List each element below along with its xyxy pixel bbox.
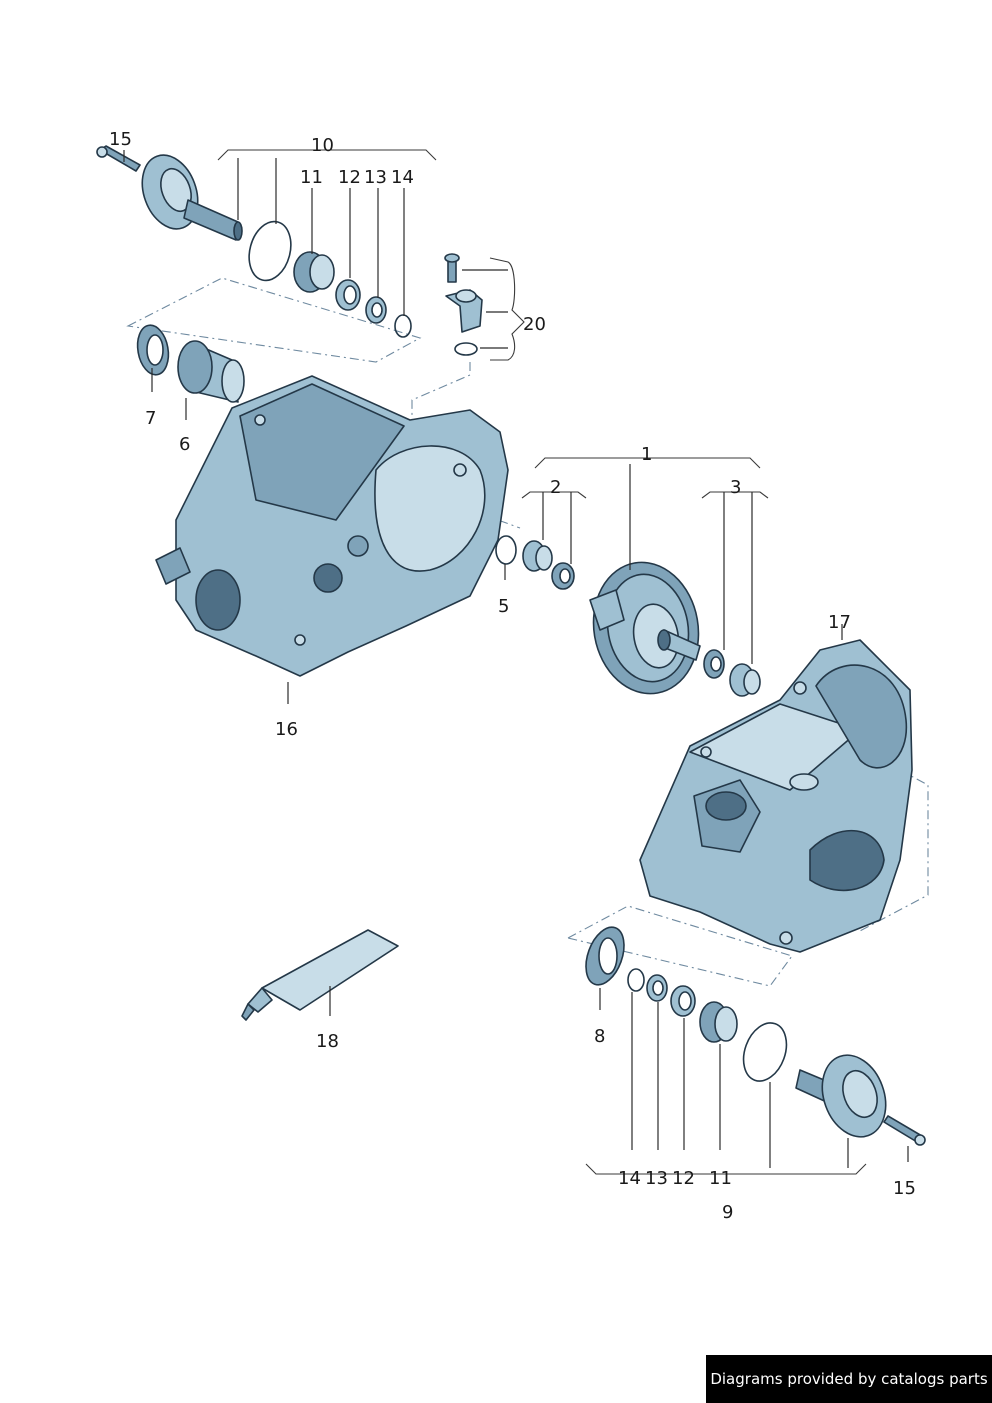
- callout-16: 16: [275, 719, 298, 740]
- o-ring-lower: [742, 1022, 788, 1082]
- credit-text: Diagrams provided by catalogs parts: [710, 1370, 988, 1388]
- race-12-lower: [670, 985, 696, 1017]
- callout-1: 1: [641, 444, 652, 465]
- sealant-tube-18: [241, 929, 399, 1021]
- callout-10: 10: [311, 135, 334, 156]
- callout-8: 8: [594, 1026, 605, 1047]
- gearbox-housing-16: [155, 375, 509, 677]
- o-ring-upper: [248, 220, 292, 282]
- callout-13-upper: 13: [364, 167, 387, 188]
- callout-14-lower: 14: [618, 1168, 641, 1189]
- callout-14-upper: 14: [391, 167, 414, 188]
- callout-2: 2: [550, 477, 561, 498]
- bearing-race-2: [522, 540, 553, 572]
- bearing-11-upper: [293, 251, 335, 293]
- seal-8: [585, 926, 625, 986]
- seal-7: [136, 324, 170, 376]
- callout-9: 9: [722, 1202, 733, 1223]
- gearbox-housing-17: [639, 639, 913, 953]
- callout-11-lower: 11: [709, 1168, 732, 1189]
- sensor-20: [444, 253, 483, 356]
- race-12-upper: [335, 279, 361, 311]
- callout-7: 7: [145, 408, 156, 429]
- bearing-11-lower: [699, 1001, 738, 1043]
- shim-5: [495, 535, 517, 565]
- credit-banner: Diagrams provided by catalogs parts: [706, 1355, 992, 1403]
- callout-20: 20: [523, 314, 546, 335]
- callout-11-upper: 11: [300, 167, 323, 188]
- circlip-14-upper: [394, 314, 412, 338]
- circlip-14-lower: [627, 968, 645, 992]
- callout-5: 5: [498, 596, 509, 617]
- bolt-15-upper: [96, 145, 141, 172]
- callout-12-lower: 12: [672, 1168, 695, 1189]
- shim-13-lower: [646, 974, 668, 1002]
- callout-12-upper: 12: [338, 167, 361, 188]
- callout-3: 3: [730, 477, 741, 498]
- callout-6: 6: [179, 434, 190, 455]
- bolt-15-lower: [883, 1115, 926, 1146]
- callout-15-lower: 15: [893, 1178, 916, 1199]
- flange-shaft-lower: [795, 1054, 887, 1138]
- roller-bearing-2: [551, 562, 575, 590]
- callout-13-lower: 13: [645, 1168, 668, 1189]
- leader-lines: [123, 150, 909, 1168]
- group-brackets: [217, 149, 867, 1175]
- callout-labels: 15 10 11 12 13 14 20 7 6 1 2 3 5 17 16 8…: [109, 129, 916, 1223]
- shim-13-upper: [365, 296, 387, 324]
- differential-1: [589, 561, 701, 695]
- callout-18: 18: [316, 1031, 339, 1052]
- callout-15-upper: 15: [109, 129, 132, 150]
- roller-bearing-3: [703, 649, 725, 679]
- sleeve-6: [177, 340, 245, 403]
- flange-shaft-upper: [141, 154, 243, 241]
- callout-17: 17: [828, 612, 851, 633]
- bearing-race-3: [729, 663, 761, 697]
